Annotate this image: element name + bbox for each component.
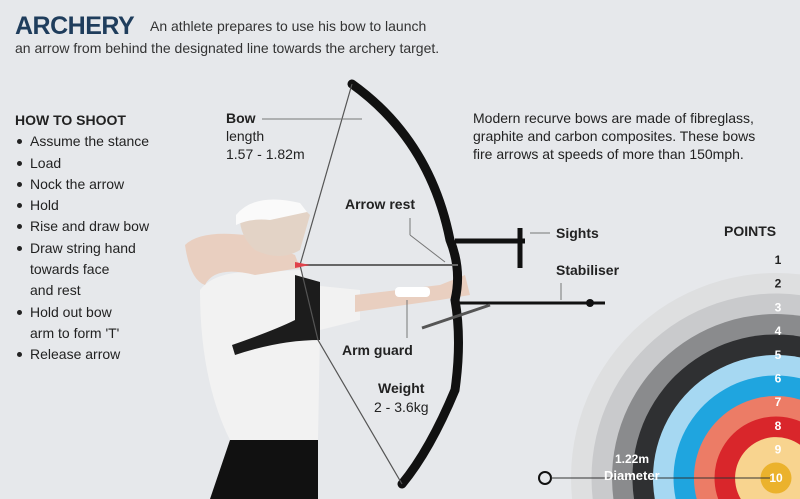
- points-label: 5: [775, 348, 782, 362]
- bow-length-label-2: length: [226, 128, 265, 144]
- stabiliser-label: Stabiliser: [556, 262, 620, 278]
- step: Hold: [15, 195, 149, 216]
- points-label: 6: [775, 372, 782, 386]
- diameter-value: 1.22m: [615, 452, 650, 466]
- step: Nock the arrow: [15, 174, 149, 195]
- step: Load: [15, 153, 149, 174]
- step: Rise and draw bow: [15, 216, 149, 237]
- step-continued: towards face: [30, 261, 110, 278]
- arm-guard-label: Arm guard: [342, 342, 413, 358]
- materials-note-3: fire arrows at speeds of more than 150mp…: [473, 146, 744, 162]
- archery-target: 1 2 3 4 5 6 7 8 9 10: [571, 253, 800, 499]
- points-label: 1: [775, 253, 782, 267]
- step-continued: and rest: [30, 282, 81, 299]
- diameter-label: Diameter: [604, 468, 660, 483]
- points-heading: POINTS: [724, 223, 777, 239]
- archer-figure: [185, 199, 470, 499]
- subtitle-line-2: an arrow from behind the designated line…: [15, 40, 440, 56]
- bow: [262, 79, 770, 489]
- weight-value: 2 - 3.6kg: [374, 399, 429, 415]
- bow-length-value: 1.57 - 1.82m: [226, 146, 305, 162]
- points-label: 3: [775, 300, 782, 314]
- how-to-shoot-list: HOW TO SHOOT Assume the stance Load Nock…: [15, 110, 149, 366]
- step-continued: arm to form 'T': [30, 324, 120, 341]
- points-label: 2: [775, 277, 782, 291]
- step: Release arrow: [15, 344, 149, 365]
- subtitle-line-1: An athlete prepares to use his bow to la…: [150, 18, 427, 34]
- page-title: ARCHERY: [15, 12, 135, 40]
- points-label: 10: [769, 471, 783, 485]
- points-label: 8: [775, 419, 782, 433]
- points-label: 4: [775, 324, 782, 338]
- step: Hold out bow: [15, 302, 149, 323]
- step: Assume the stance: [15, 131, 149, 152]
- points-label: 7: [775, 395, 782, 409]
- arrow-rest-label: Arrow rest: [345, 196, 416, 212]
- materials-note-2: graphite and carbon composites. These bo…: [473, 128, 756, 144]
- bow-length-label: Bow: [226, 110, 256, 126]
- target-ring-10: [760, 462, 792, 494]
- materials-note-1: Modern recurve bows are made of fibregla…: [473, 110, 754, 126]
- step: Draw string hand: [15, 238, 149, 259]
- points-label: 9: [775, 443, 782, 457]
- weight-label: Weight: [378, 380, 425, 396]
- sights-label: Sights: [556, 225, 599, 241]
- how-to-shoot-heading: HOW TO SHOOT: [15, 112, 126, 128]
